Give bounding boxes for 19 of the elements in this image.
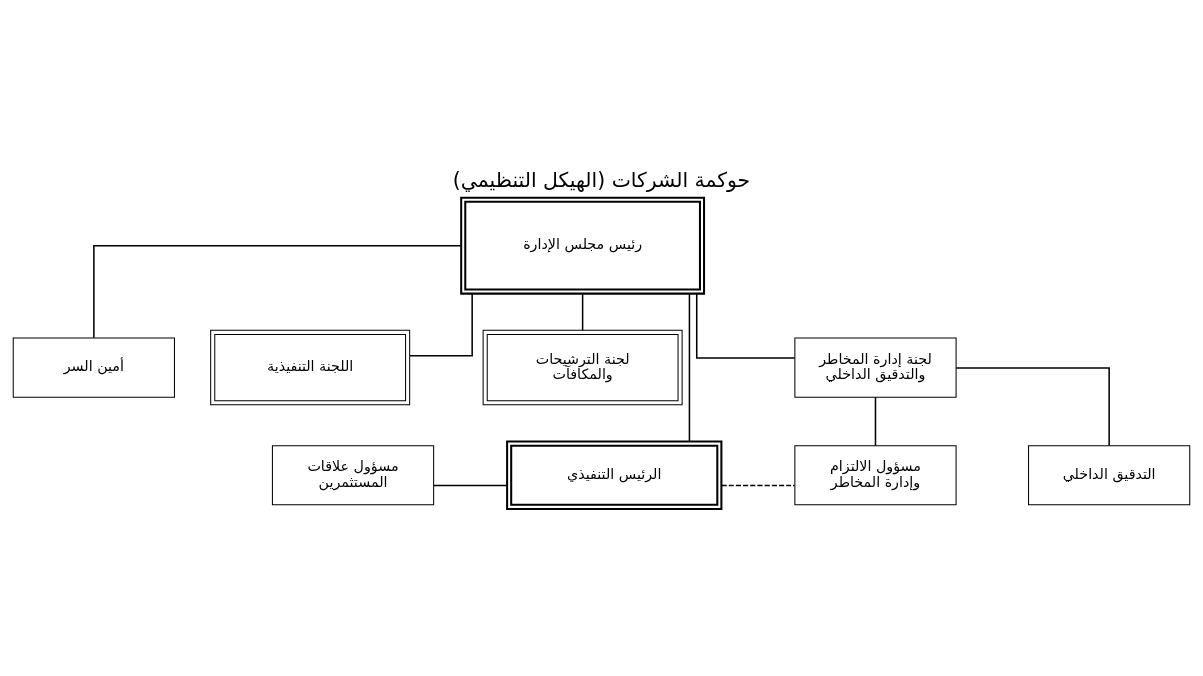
node-box: الرئيس التنفيذي <box>506 440 723 510</box>
connector <box>695 293 796 359</box>
connector <box>688 293 691 443</box>
connector <box>720 484 796 487</box>
connector <box>433 484 508 487</box>
node-box: اللجنة التنفيذية <box>210 329 411 406</box>
node-box: لجنة الترشيحات والمكافآت <box>482 329 683 406</box>
node-box: رئيس مجلس الإدارة <box>460 196 706 295</box>
node-box: التدقيق الداخلي <box>1028 445 1191 506</box>
node-box: لجنة إدارة المخاطر والتدقيق الداخلي <box>794 337 957 398</box>
connector <box>955 367 1110 447</box>
node-box: أمين السر <box>12 337 175 398</box>
node-box: مسؤول علاقات المستثمرين <box>271 445 435 506</box>
connector <box>581 293 584 332</box>
connector <box>93 244 462 339</box>
diagram-title: حوكمة الشركات (الهيكل التنظيمي) <box>452 168 751 193</box>
connector <box>874 396 877 447</box>
node-box: مسؤول الالتزام وإدارة المخاطر <box>794 445 957 506</box>
connector <box>409 292 473 357</box>
